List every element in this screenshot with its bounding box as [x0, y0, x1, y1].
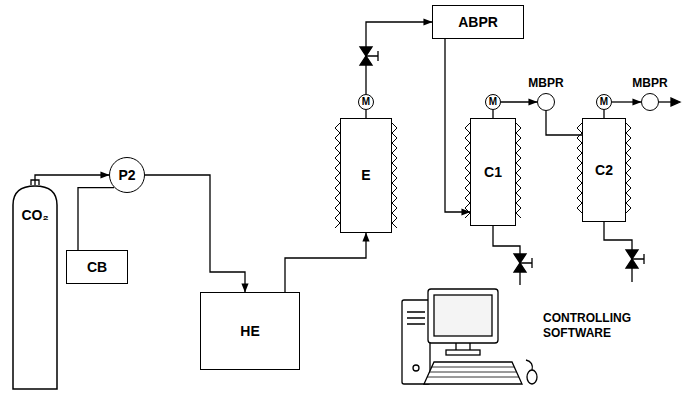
separator-vessel: C2 [582, 118, 626, 222]
pipe-line [78, 188, 114, 250]
regulator-label: MBPR [632, 77, 667, 91]
node-label: C2 [595, 162, 613, 178]
regulator-circle: MBPR [537, 93, 555, 111]
node-label: ABPR [458, 14, 498, 30]
drive-bays [407, 312, 425, 324]
regulator-label: MBPR [528, 77, 563, 91]
regulator-circle: MBPR [641, 93, 659, 111]
node-label: P2 [118, 167, 135, 183]
monitor-screen [434, 295, 492, 336]
outlet-arrow [671, 98, 680, 106]
valve-handle [520, 258, 532, 268]
pipe-line [285, 233, 366, 292]
computer-tower [402, 300, 430, 384]
node-label: M [362, 96, 370, 108]
node-label: C1 [484, 164, 502, 180]
pipe-line [492, 110, 493, 118]
node-label: M [600, 96, 608, 108]
separator-vessel: C1 [470, 118, 516, 226]
gas-cylinder: CO₂ [12, 185, 58, 390]
pipe-line [35, 175, 109, 185]
pipe-line [445, 39, 470, 212]
cylinder-body [13, 186, 57, 389]
node-label: E [361, 167, 370, 183]
manometer-circle: M [358, 94, 374, 110]
node-label: HE [240, 323, 259, 339]
extractor-vessel: E [340, 118, 392, 233]
pipe-line [365, 110, 366, 118]
outlet-line [659, 101, 672, 102]
keyboard-keys [427, 367, 519, 377]
keyboard [424, 362, 522, 384]
node-label: CB [87, 259, 107, 275]
cooling-bath-box: CB [66, 250, 128, 284]
mouse [527, 370, 537, 384]
power-button [413, 365, 419, 371]
connectors [35, 22, 641, 292]
manometer-circle: M [596, 94, 612, 110]
computer-icon [402, 289, 537, 384]
back-pressure-regulator-box: ABPR [432, 5, 524, 39]
pipe-line [501, 101, 537, 102]
valve-handle [366, 51, 378, 61]
valve-handle [632, 254, 644, 264]
pipe-line [366, 22, 432, 94]
pump-circle: P2 [109, 157, 145, 193]
monitor [428, 289, 498, 343]
pipe-line [546, 111, 582, 135]
heat-exchanger-box: HE [200, 292, 300, 370]
pipe-line [145, 175, 245, 292]
heating-coil [392, 123, 397, 228]
monitor-base [446, 350, 480, 355]
mouse-cable [526, 360, 532, 370]
pipe-line [603, 110, 604, 118]
caption-label: CONTROLLING SOFTWARE [543, 311, 643, 341]
node-label: CO₂ [21, 207, 48, 223]
pipe-line [612, 101, 641, 102]
manometer-circle: M [485, 94, 501, 110]
node-label: M [489, 96, 497, 108]
heating-coil [626, 123, 631, 213]
valves [31, 47, 680, 285]
heating-coil [516, 123, 521, 218]
